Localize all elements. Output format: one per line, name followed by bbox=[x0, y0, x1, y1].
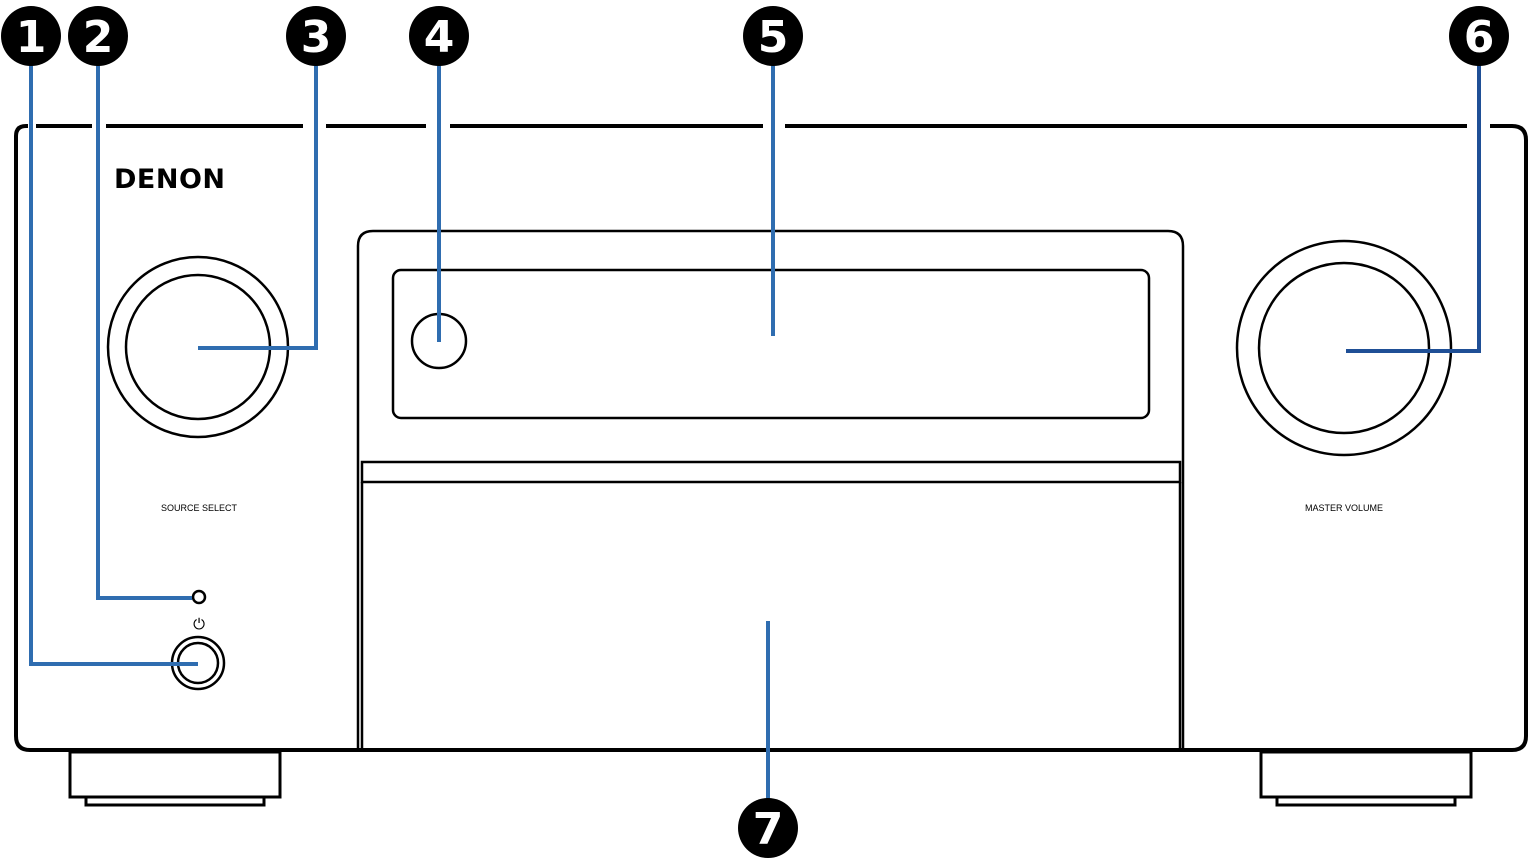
callout-5: 5 bbox=[743, 6, 803, 66]
callout-3: 3 bbox=[286, 6, 346, 66]
leader-lines bbox=[29, 60, 1481, 805]
source-select-label: SOURCE SELECT bbox=[161, 503, 238, 513]
foot-left bbox=[68, 750, 282, 807]
svg-text:6: 6 bbox=[1464, 12, 1495, 63]
callout-2: 2 bbox=[68, 6, 128, 66]
master-volume-knob[interactable] bbox=[1235, 239, 1453, 457]
callout-1: 1 bbox=[1, 6, 61, 66]
svg-text:1: 1 bbox=[16, 12, 47, 63]
callout-4: 4 bbox=[409, 6, 469, 66]
leader-6 bbox=[1346, 60, 1481, 353]
svg-text:2: 2 bbox=[83, 12, 114, 63]
display-block bbox=[356, 229, 1185, 748]
leader-2 bbox=[96, 60, 192, 600]
chassis bbox=[14, 124, 1528, 752]
power-icon: ⏻ bbox=[193, 615, 205, 633]
svg-text:5: 5 bbox=[758, 12, 789, 63]
foot-right bbox=[1259, 750, 1473, 807]
leader-3 bbox=[198, 60, 318, 350]
callout-6: 6 bbox=[1449, 6, 1509, 66]
svg-text:4: 4 bbox=[424, 12, 455, 63]
power-indicator bbox=[191, 589, 207, 605]
callout-7: 7 bbox=[738, 798, 798, 858]
front-door[interactable] bbox=[362, 482, 1180, 748]
svg-text:7: 7 bbox=[753, 804, 784, 855]
master-volume-label: MASTER VOLUME bbox=[1305, 503, 1383, 513]
svg-text:3: 3 bbox=[301, 12, 332, 63]
brand-logo: DENON bbox=[114, 164, 226, 195]
leader-1 bbox=[29, 60, 198, 666]
